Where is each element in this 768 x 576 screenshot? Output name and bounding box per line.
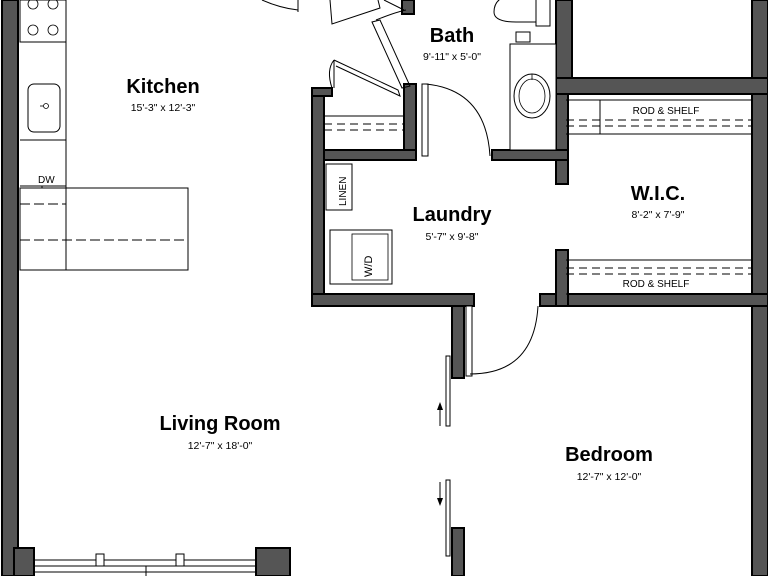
bedroom-dims: 12'-7" x 12'-0": [577, 471, 642, 483]
doors: [261, 0, 539, 557]
rod-shelf-top-label: ROD & SHELF: [633, 106, 700, 117]
laundry-fixtures: [325, 163, 393, 285]
linen-closet: [325, 163, 353, 211]
laundry-name: Laundry: [413, 204, 493, 226]
dishwasher-label: DW: [38, 175, 55, 186]
wic-dims: 8'-2" x 7'-9": [632, 209, 685, 221]
washer-dryer: [329, 229, 393, 285]
washer-dryer-label: W/D: [363, 256, 375, 277]
window: [34, 553, 256, 576]
laundry-dims: 5'-7" x 9'-8": [426, 231, 479, 243]
kitchen-dims: 15'-3" x 12'-3": [131, 102, 196, 114]
toilet: [493, 0, 537, 23]
living-room-dims: 12'-7" x 18'-0": [188, 440, 253, 452]
kitchen-island: [19, 187, 189, 271]
kitchen-name: Kitchen: [126, 76, 199, 98]
stove: [19, 0, 67, 43]
bedroom-name: Bedroom: [565, 444, 653, 466]
linen-label: LINEN: [338, 177, 349, 206]
shelves: [324, 99, 752, 295]
kitchen-fixtures: [19, 0, 189, 271]
bath-name: Bath: [430, 25, 474, 47]
wic-name: W.I.C.: [631, 183, 685, 205]
rod-shelf-bottom-label: ROD & SHELF: [623, 279, 690, 290]
bath-dims: 9'-11" x 5'-0": [423, 51, 481, 63]
living-room-name: Living Room: [159, 413, 280, 435]
bath-fixtures: [493, 0, 557, 151]
